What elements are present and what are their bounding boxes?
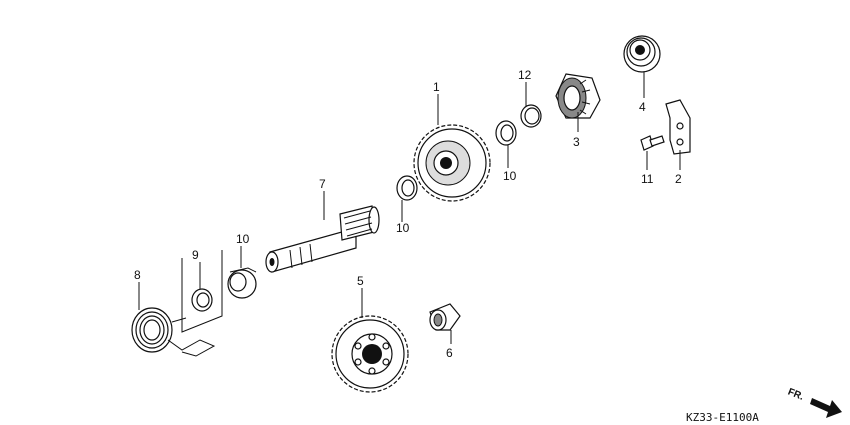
direction-arrow-icon	[810, 398, 842, 418]
drawing-code: KZ33-E1100A	[686, 411, 759, 424]
callout-3: 3	[573, 135, 580, 149]
part-12-circlip	[520, 104, 542, 128]
part-6-bush	[429, 303, 461, 331]
callout-9: 10	[236, 232, 250, 246]
callout-4: 4	[639, 100, 646, 114]
part-8-spring	[131, 307, 216, 357]
part-11-bolt	[640, 135, 665, 151]
part-2-guide-plate	[665, 99, 691, 155]
part-4-spring	[623, 35, 661, 73]
callout-5: 5	[357, 274, 364, 288]
direction-label: FR.	[786, 387, 805, 403]
part-1-gear	[413, 124, 491, 202]
front-direction-indicator: FR.	[786, 387, 842, 418]
callout-10-right: 10	[503, 169, 517, 183]
callout-2: 2	[675, 172, 682, 186]
callout-10-middle: 10	[396, 221, 410, 235]
callout-10-left: 9	[192, 248, 199, 262]
callout-8: 8	[134, 268, 141, 282]
part-10-washer-right	[495, 120, 517, 146]
part-10-washer-left	[191, 288, 213, 312]
callout-6: 6	[446, 346, 453, 360]
part-9-collar	[227, 267, 257, 299]
group-bracket	[181, 250, 223, 333]
callout-12: 12	[518, 68, 532, 82]
callout-1: 1	[433, 80, 440, 94]
callout-7: 7	[319, 177, 326, 191]
part-5-idle-gear	[331, 315, 409, 393]
part-3-ratchet	[555, 73, 601, 119]
part-10-washer-middle	[396, 175, 418, 201]
part-7-spindle	[265, 205, 380, 273]
callout-11: 11	[641, 172, 654, 186]
